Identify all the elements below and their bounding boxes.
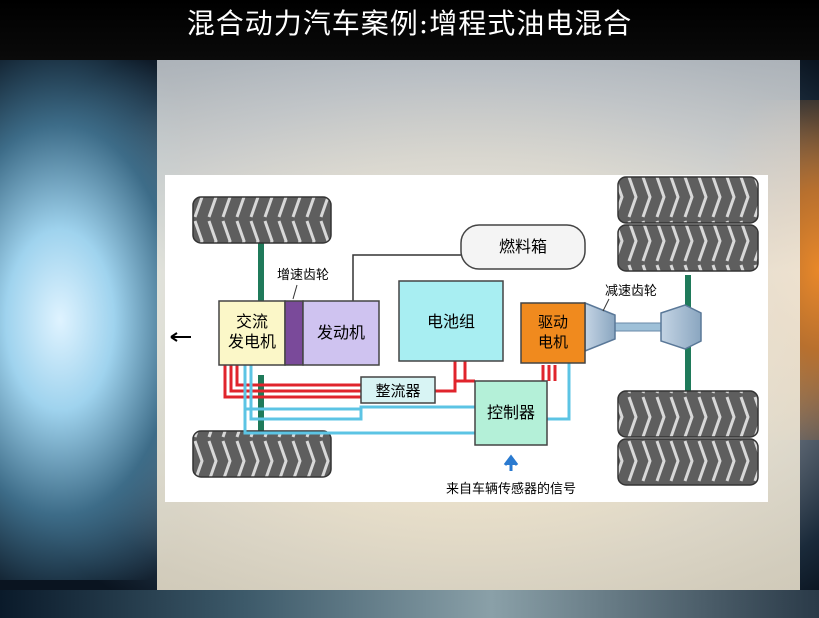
range-extender-diagram: 交流 发电机 发动机 电池组 驱动 电机 整流器 控制器 燃料箱 增速齿轮 减速… (165, 175, 768, 502)
battery-pack-label: 电池组 (427, 312, 475, 331)
engine-label: 发动机 (317, 323, 365, 342)
differential (660, 304, 702, 350)
speed-up-gear-label: 增速齿轮 (277, 268, 329, 283)
title-bar (0, 0, 819, 60)
alternator-label-2: 发电机 (228, 332, 276, 351)
drive-motor-label-2: 电机 (538, 333, 568, 351)
rear-upper-tire-outer (617, 176, 759, 224)
slide-title: 混合动力汽车案例:增程式油电混合 (186, 7, 633, 40)
rectifier (360, 376, 436, 404)
controller (474, 380, 548, 446)
rectifier-label: 整流器 (375, 382, 420, 400)
control-wires (243, 353, 571, 435)
controller-label: 控制器 (487, 403, 535, 422)
sensor-signal-label: 来自车辆传感器的信号 (446, 481, 576, 497)
front-left-lower-shaft (258, 375, 264, 431)
engine (302, 300, 380, 366)
speed-up-gear (284, 300, 304, 366)
alternator (218, 300, 286, 366)
reduction-gear-pointer (602, 298, 610, 312)
battery-pack (398, 280, 504, 362)
front-upper-tire (192, 196, 332, 244)
sensor-arrow-icon (503, 454, 519, 471)
fuel-tank (460, 224, 586, 270)
background-glow-left (0, 60, 180, 580)
alternator-label-1: 交流 (236, 312, 268, 331)
speed-up-gear-pointer (292, 284, 298, 300)
front-lower-tire (192, 430, 332, 478)
reduction-gear-label: 减速齿轮 (605, 284, 657, 299)
direction-arrow-icon (170, 332, 191, 342)
reduction-gear-cone (584, 301, 616, 353)
bottom-strip (0, 590, 819, 618)
diagram-svg: 交流 发电机 发动机 电池组 驱动 电机 整流器 控制器 燃料箱 增速齿轮 减速… (170, 176, 759, 497)
drive-motor (520, 302, 586, 364)
rear-lower-tire-outer (617, 390, 759, 438)
fuel-tank-label: 燃料箱 (499, 237, 547, 256)
rear-lower-tire-inner (617, 438, 759, 486)
drive-motor-label-1: 驱动 (538, 313, 568, 331)
rear-upper-tire-inner (617, 224, 759, 272)
front-left-shaft (258, 241, 264, 305)
power-wires (223, 361, 557, 399)
